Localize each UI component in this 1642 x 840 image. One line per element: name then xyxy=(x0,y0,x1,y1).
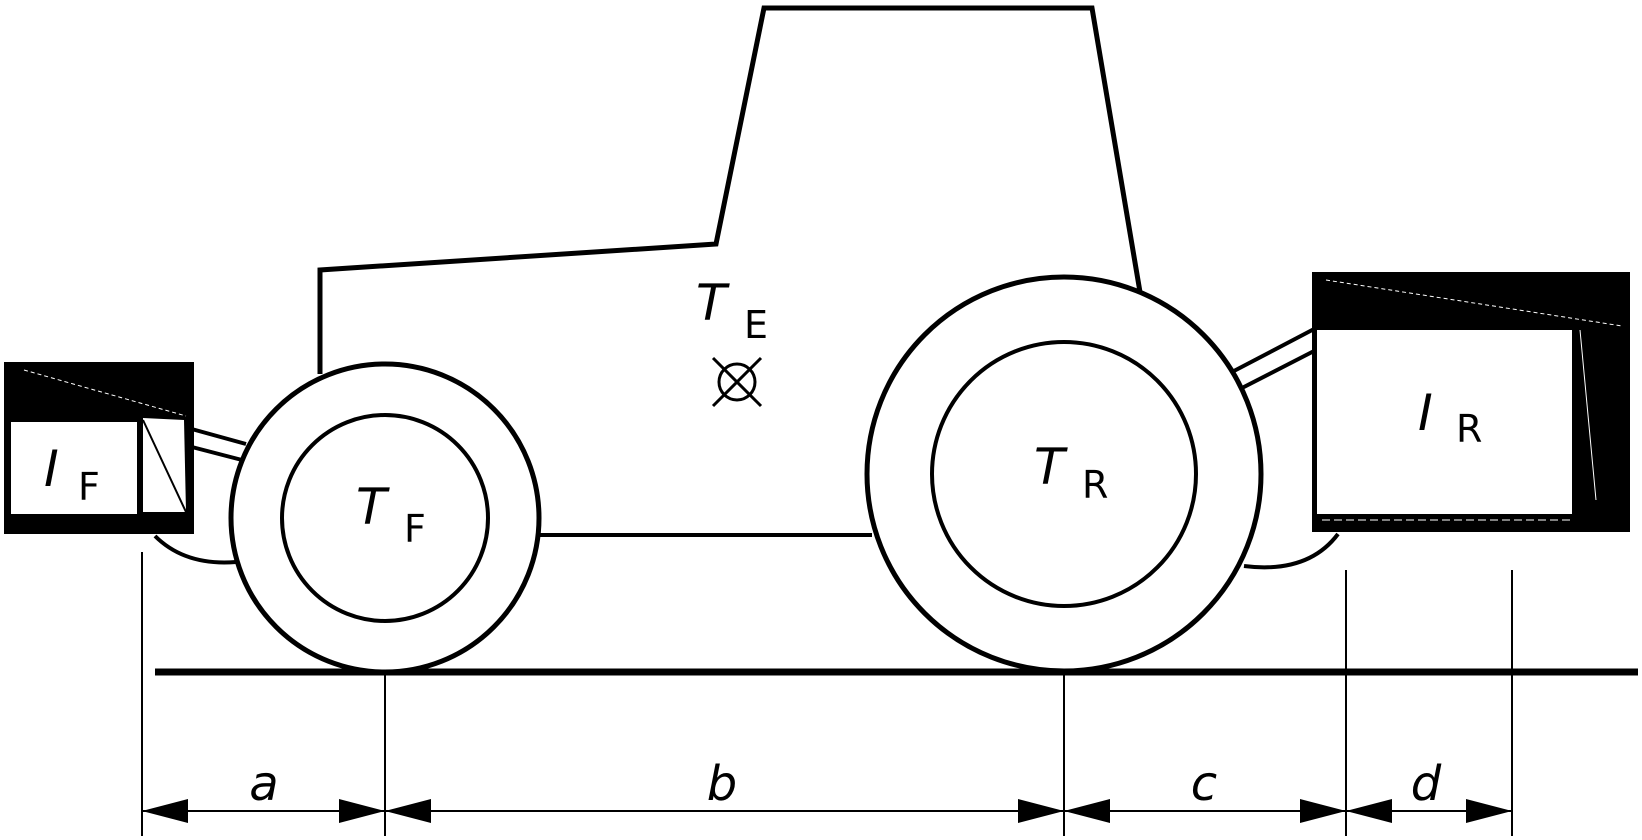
dimension-arrowheads xyxy=(142,799,1512,823)
rear-hitch-arc xyxy=(1243,532,1340,570)
tractor-body-outline xyxy=(317,5,1143,374)
cog-label: T xyxy=(696,274,730,332)
dimension-label-b: b xyxy=(707,756,737,812)
front-ballast-block xyxy=(4,362,194,534)
front-wheel-rim xyxy=(280,413,490,623)
rear-linkage-upper xyxy=(1231,326,1317,374)
dimension-label-d: d xyxy=(1411,756,1442,812)
cog-sub: E xyxy=(744,303,768,347)
dimension-label-a: a xyxy=(249,756,278,812)
front-ballast-sub: F xyxy=(78,465,100,509)
rear-wheel-rim xyxy=(930,340,1198,608)
front-axle-label: T xyxy=(356,478,390,536)
rear-ballast-block xyxy=(1312,272,1630,532)
rear-wheel-tyre xyxy=(864,274,1264,674)
front-linkage-lower xyxy=(187,444,243,462)
rear-ballast-label: I xyxy=(1418,384,1433,442)
rear-linkage-lower xyxy=(1241,348,1317,390)
dimension-label-c: c xyxy=(1191,756,1217,812)
centre-of-gravity-icon xyxy=(711,356,763,408)
rear-ballast-sub: R xyxy=(1456,407,1482,451)
front-ballast-label: I xyxy=(44,440,59,498)
front-hitch-arc xyxy=(153,534,237,565)
rear-axle-label: T xyxy=(1034,438,1068,496)
front-axle-sub: F xyxy=(404,507,426,551)
front-linkage-upper xyxy=(187,426,247,446)
rear-axle-sub: R xyxy=(1082,463,1108,507)
